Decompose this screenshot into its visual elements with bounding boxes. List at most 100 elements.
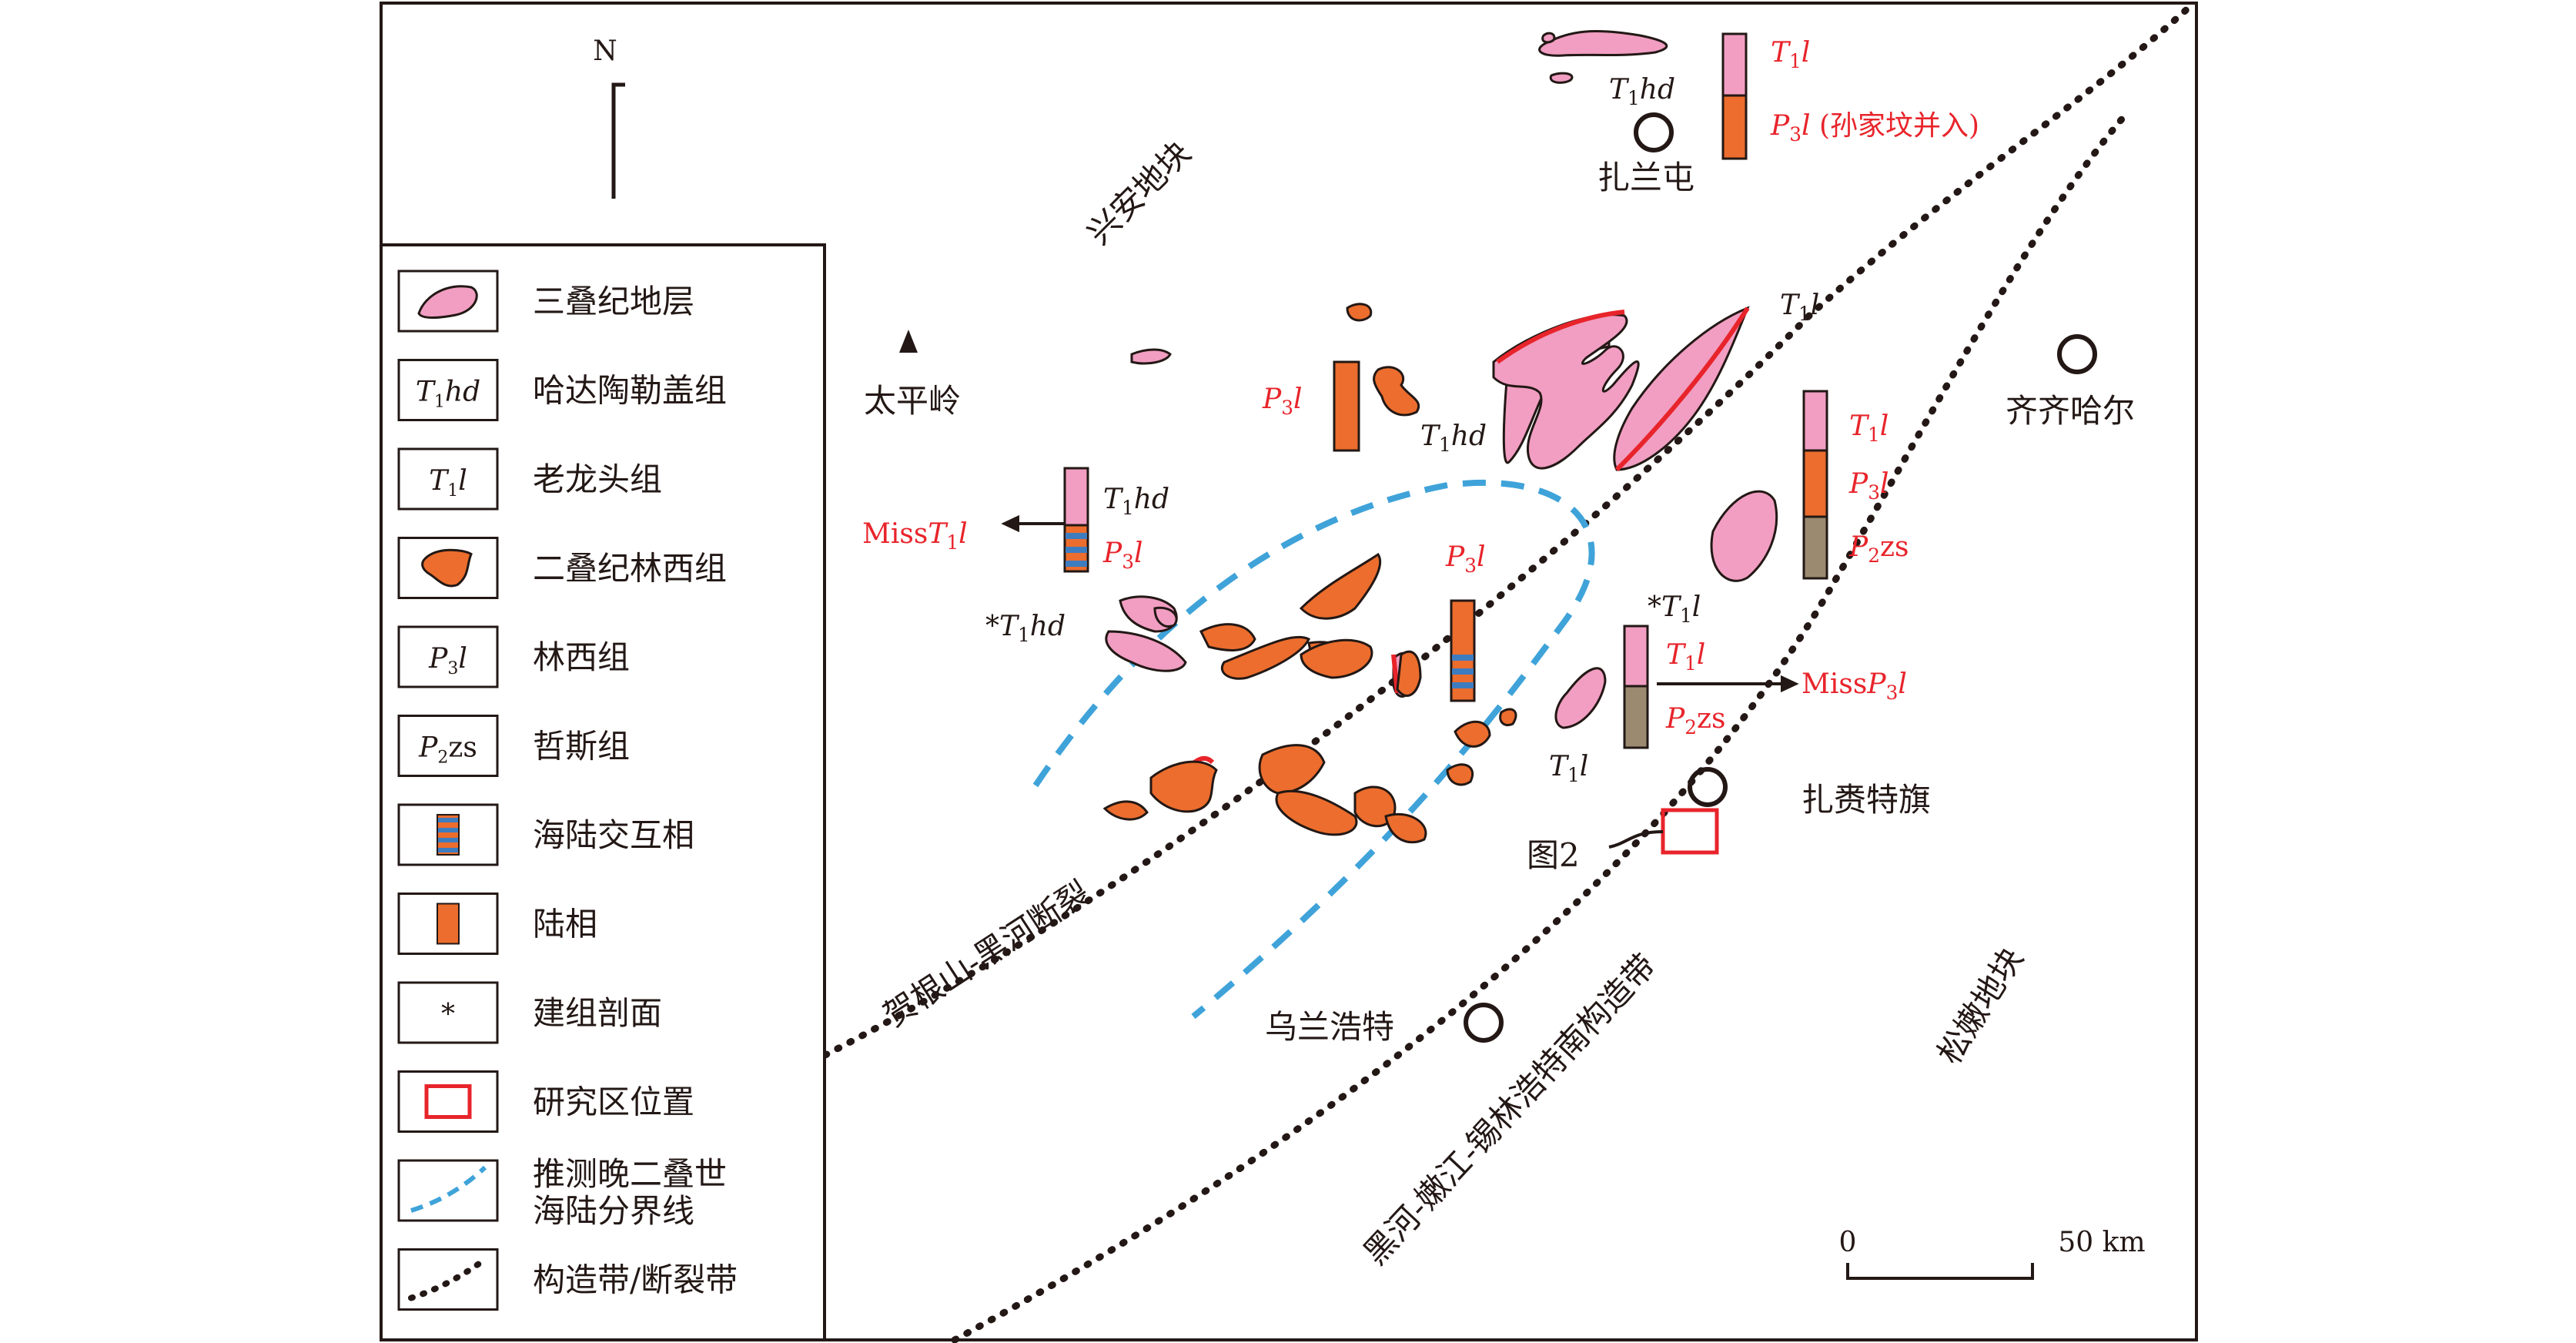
map-label-zhalantun-P3l: P3l (孙家坟并入) [1770, 110, 1979, 146]
triassic-icon [417, 285, 478, 319]
triassic-patch [1538, 30, 1668, 57]
place-wulanhaote [1464, 1003, 1504, 1043]
legend-item: P2zs 哲斯组 [397, 715, 630, 777]
triassic-patch [1105, 630, 1187, 672]
permian-patch [1258, 744, 1326, 795]
fault-hegenshan-heihe [821, 2, 2194, 1059]
legend-label: 老龙头组 [533, 461, 662, 498]
red-box-icon [424, 1084, 472, 1119]
triassic-patch [1541, 32, 1556, 44]
legend-code: P2zs [418, 732, 477, 768]
triassic-patch [1130, 348, 1172, 365]
map-label-north-T1l: T1l [1780, 290, 1819, 325]
permian-patch [1396, 650, 1422, 697]
map-label-star-T1hd: *T1hd [985, 611, 1066, 646]
label-fig2: 图2 [1527, 836, 1580, 874]
legend-swatch [397, 359, 499, 421]
legend-item: 三叠纪地层 [397, 270, 694, 333]
legend-label: 哲斯组 [533, 728, 630, 765]
legend-swatch [397, 625, 499, 688]
legend-label: 构造带/断裂带 [533, 1261, 738, 1299]
triassic-outcrops [1105, 30, 1778, 729]
legend-item: 海陆交互相 [397, 803, 694, 866]
legend-label: 哈达陶勒盖组 [533, 372, 727, 410]
black-dot-icon [408, 1256, 488, 1301]
legend-item: T1hd 哈达陶勒盖组 [397, 359, 727, 421]
legend-swatch [397, 537, 499, 599]
permian-patch [1102, 800, 1149, 821]
blue-dash-icon [410, 1165, 487, 1213]
legend-code: T1hd [416, 377, 480, 412]
permian-patch [1149, 760, 1218, 813]
permian-patch [1384, 812, 1427, 844]
label-wulanhaote: 乌兰浩特 [1265, 1008, 1394, 1046]
place-taipingling-icon [899, 330, 918, 353]
permian-patch [1300, 638, 1373, 679]
legend-swatch [397, 1248, 499, 1311]
legend-swatch [397, 715, 499, 777]
study-area-pointer [1608, 830, 1664, 849]
map-label-se-miss: MissP3l [1802, 668, 1907, 704]
permian-patch [1454, 720, 1491, 748]
map-label-east-P2zs: P2zs [1848, 531, 1909, 567]
asterisk-icon: * [441, 999, 455, 1030]
triassic-patch [1554, 667, 1607, 729]
sea-land-boundary [1032, 479, 1595, 1020]
legend-label: 林西组 [533, 638, 630, 676]
permian-patch [1221, 635, 1311, 680]
map-label-se-star-T1l: *T1l [1648, 591, 1701, 627]
north-label: N [593, 35, 617, 67]
label-taipingling: 太平岭 [864, 382, 961, 420]
scale-start: 0 [1839, 1227, 1857, 1258]
legend-label: 推测晚二叠世 [533, 1155, 727, 1193]
legend-code: P3l [428, 643, 467, 678]
triassic-patch [1613, 306, 1750, 471]
place-markers [1464, 112, 2097, 1043]
map-label-east-P3l: P3l [1848, 468, 1889, 504]
map-label-se-T1l: T1l [1666, 639, 1705, 675]
triassic-patch [1710, 490, 1778, 582]
permian-patch [1346, 303, 1373, 322]
legend-item: 陆相 [397, 893, 597, 955]
triassic-patch [1549, 72, 1574, 84]
permian-patch [1299, 552, 1382, 620]
legend-label: 建组剖面 [533, 994, 662, 1032]
map-label-west-P3l: P3l [1102, 538, 1143, 573]
scale-end: 50 km [2058, 1227, 2145, 1258]
orange-column-icon [437, 903, 460, 945]
legend-swatch [397, 981, 499, 1044]
label-zhalaiteqi: 扎赉特旗 [1802, 781, 1931, 819]
striped-facies [1066, 533, 1474, 688]
legend-swatch [397, 447, 499, 511]
north-arrow [611, 82, 625, 199]
scale-bar [1846, 1263, 2034, 1280]
map-label-zhalantun-T1hd: T1hd [1609, 74, 1675, 109]
map-label-center-T1hd: T1hd [1420, 420, 1487, 456]
legend-item: P3l 林西组 [397, 625, 630, 688]
legend-frame [380, 243, 826, 1341]
legend-label-line2: 海陆分界线 [533, 1192, 694, 1230]
place-zhalantun [1634, 112, 1674, 152]
map-label-se-lower-T1l: T1l [1549, 751, 1588, 786]
permian-patch [1373, 366, 1420, 417]
permian-patch [1275, 789, 1358, 836]
permian-patch [1446, 763, 1474, 786]
triassic-patch [1492, 313, 1640, 470]
triassic-patch [1153, 606, 1178, 628]
permian-icon [421, 548, 473, 588]
permian-outcrops [1102, 303, 1517, 844]
permian-patch [1499, 708, 1517, 727]
map-label-mid-P3l: P3l [1445, 541, 1486, 577]
legend-swatch [397, 1070, 499, 1133]
legend-label: 研究区位置 [533, 1083, 694, 1121]
label-zhalantun: 扎兰屯 [1597, 159, 1694, 196]
legend-item: 二叠纪林西组 [397, 537, 727, 599]
legend-label: 三叠纪地层 [533, 283, 694, 320]
legend-item: 研究区位置 [397, 1070, 694, 1133]
legend-item: 构造带/断裂带 [397, 1248, 738, 1311]
map-label-center-P3l: P3l [1262, 383, 1303, 419]
